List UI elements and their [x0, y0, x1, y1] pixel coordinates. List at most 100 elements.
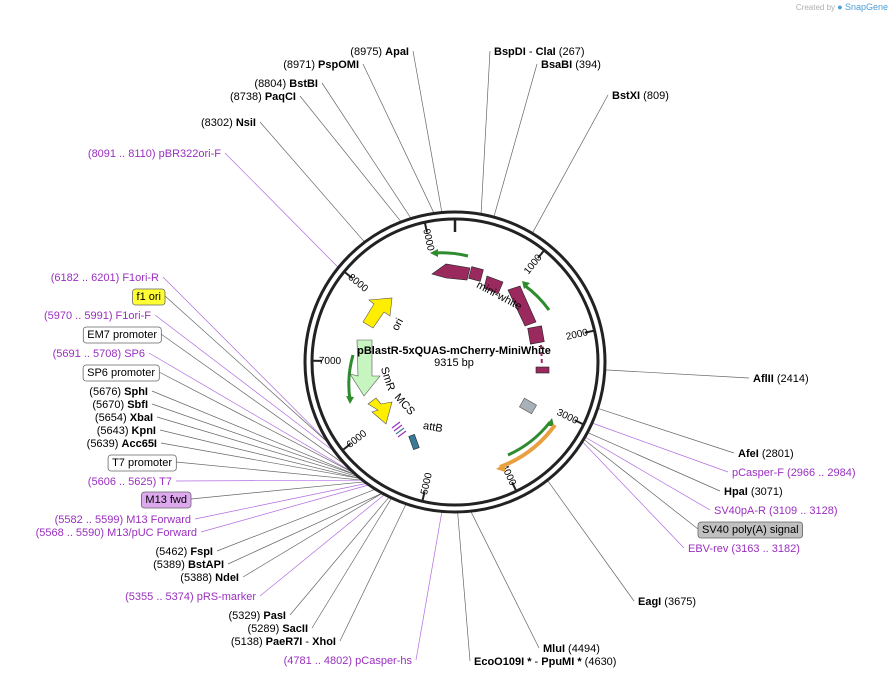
label-text-Acc65I: (5639) Acc65I — [87, 438, 157, 450]
green-arrow-1-head — [430, 249, 438, 257]
label-text-AfeI: AfeI (2801) — [738, 448, 794, 460]
label-SP6prom: SP6 promoter — [82, 364, 160, 382]
label-text-PspOMI: (8971) PspOMI — [283, 59, 359, 71]
tick-mark-6000 — [341, 443, 351, 452]
connector-T7 — [175, 479, 363, 482]
connector-SV40polyA — [583, 438, 699, 530]
label-text-EBVrev: EBV-rev (3163 .. 3182) — [688, 543, 800, 555]
connector-BstXI — [531, 94, 609, 234]
connector-HpaI — [587, 432, 721, 492]
label-SbfI: (5670) SbfI — [92, 399, 148, 411]
label-box-EM7 — [82, 326, 162, 344]
label-BstBI: (8804) BstBI — [254, 78, 318, 90]
connector-NsiI — [259, 121, 365, 243]
connector-BstAPI — [227, 492, 383, 565]
label-text-pBR322oriF: (8091 .. 8110) pBR322ori-F — [88, 148, 221, 160]
label-text-SV40polyA: SV40 poly(A) signal — [702, 524, 799, 536]
connector-F1oriR — [162, 276, 330, 444]
label-EBVrev: EBV-rev (3163 .. 3182) — [688, 543, 800, 555]
label-text-SP6prom: SP6 promoter — [87, 367, 155, 379]
connector-pCasperhs — [415, 511, 443, 661]
tick-label-7000: 7000 — [319, 356, 342, 367]
tick-label-9000: 9000 — [420, 228, 436, 252]
label-box-SV40polyA — [697, 521, 804, 539]
label-EagI: EagI (3675) — [638, 596, 696, 608]
label-text-FspI: (5462) FspI — [156, 546, 213, 558]
ori-arrow — [362, 297, 393, 329]
connector-SacII — [311, 497, 392, 629]
connector-BstBI — [321, 82, 412, 219]
ori-small-arrow — [367, 397, 393, 425]
label-text-SP6: (5691 .. 5708) SP6 — [53, 348, 145, 360]
label-BstAPI: (5389) BstAPI — [153, 559, 224, 571]
tick-mark-1000 — [537, 249, 545, 259]
label-text-BstBI: (8804) BstBI — [254, 78, 318, 90]
mcs-label: MCS — [392, 392, 417, 418]
label-text-SphI: (5676) SphI — [89, 386, 148, 398]
label-text-BsaBI: BsaBI (394) — [541, 59, 601, 71]
tick-label-1000: 1000 — [522, 252, 545, 277]
label-text-pCasperF: pCasper-F (2966 .. 2984) — [732, 467, 856, 479]
smr-label: SmR — [378, 365, 397, 392]
label-F1oriF: (5970 .. 5991) F1ori-F — [44, 310, 151, 322]
connector-SV40pAR — [584, 436, 711, 511]
label-AfeI: AfeI (2801) — [738, 448, 794, 460]
orange-feature-arrow-head — [496, 463, 505, 472]
mini-white-exon-1 — [431, 263, 471, 281]
label-text-T7: (5606 .. 5625) T7 — [88, 476, 172, 488]
label-text-SbfI: (5670) SbfI — [92, 399, 148, 411]
label-box-SP6prom — [82, 364, 160, 382]
orange-feature-arrow — [499, 423, 557, 469]
label-M13pUC: (5568 .. 5590) M13/pUC Forward — [36, 527, 197, 539]
grey-feature-box — [519, 397, 537, 415]
connector-FspI — [216, 488, 376, 552]
mini-white-exon-2 — [468, 266, 484, 282]
label-pCasperhs: (4781 .. 4802) pCasper-hs — [284, 655, 413, 667]
label-text-MluI: MluI (4494) — [543, 643, 600, 655]
connector-NdeI — [242, 492, 383, 578]
mini-white-exon-3 — [483, 275, 504, 295]
connector-BspDI — [480, 50, 491, 215]
label-box-M13fwdbox — [141, 491, 192, 509]
label-NsiI: (8302) NsiI — [201, 117, 256, 129]
smr-arrow — [349, 339, 381, 397]
connector-EcoO109I — [457, 511, 471, 662]
label-text-SacII: (5289) SacII — [247, 623, 308, 635]
label-FspI: (5462) FspI — [156, 546, 213, 558]
label-text-AflII: AflII (2414) — [753, 373, 809, 385]
green-arrow-1 — [433, 251, 469, 258]
label-text-pCasperhs: (4781 .. 4802) pCasper-hs — [284, 655, 413, 667]
label-box-f1ori — [132, 288, 166, 306]
label-text-BstAPI: (5389) BstAPI — [153, 559, 224, 571]
tick-label-3000: 3000 — [555, 407, 580, 427]
mini-white-exon-5 — [527, 325, 545, 345]
label-text-T7prom: T7 promoter — [112, 457, 172, 469]
connector-f1ori — [164, 295, 330, 444]
label-text-HpaI: HpaI (3071) — [724, 486, 783, 498]
label-PspOMI: (8971) PspOMI — [283, 59, 359, 71]
tick-mark-2000 — [584, 329, 595, 334]
label-text-pRSmarker: (5355 .. 5374) pRS-marker — [125, 591, 256, 603]
label-MluI: MluI (4494) — [543, 643, 600, 655]
label-T7prom: T7 promoter — [107, 454, 177, 472]
tick-mark-4000 — [511, 481, 518, 492]
ori-label: ori — [390, 316, 406, 332]
connector-EBVrev — [581, 441, 685, 549]
tick-label-8000: 8000 — [346, 272, 371, 295]
label-text-M13Forward: (5582 .. 5599) M13 Forward — [55, 514, 191, 526]
label-text-PaqCI: (8738) PaqCI — [230, 91, 296, 103]
connector-SphI — [151, 390, 357, 476]
label-AflII: AflII (2414) — [753, 373, 809, 385]
connector-SP6 — [148, 352, 355, 474]
attb-label: attB — [422, 420, 443, 435]
label-text-BstXI: BstXI (809) — [612, 90, 669, 102]
snapgene-logo-icon: ● — [837, 2, 843, 12]
connector-AfeI — [597, 408, 735, 454]
tick-label-5000: 5000 — [419, 471, 435, 496]
label-text-ApaI: (8975) ApaI — [350, 46, 409, 58]
label-pRSmarker: (5355 .. 5374) pRS-marker — [125, 591, 256, 603]
connector-Acc65I — [160, 442, 361, 479]
label-SacII: (5289) SacII — [247, 623, 308, 635]
label-text-NsiI: (8302) NsiI — [201, 117, 256, 129]
